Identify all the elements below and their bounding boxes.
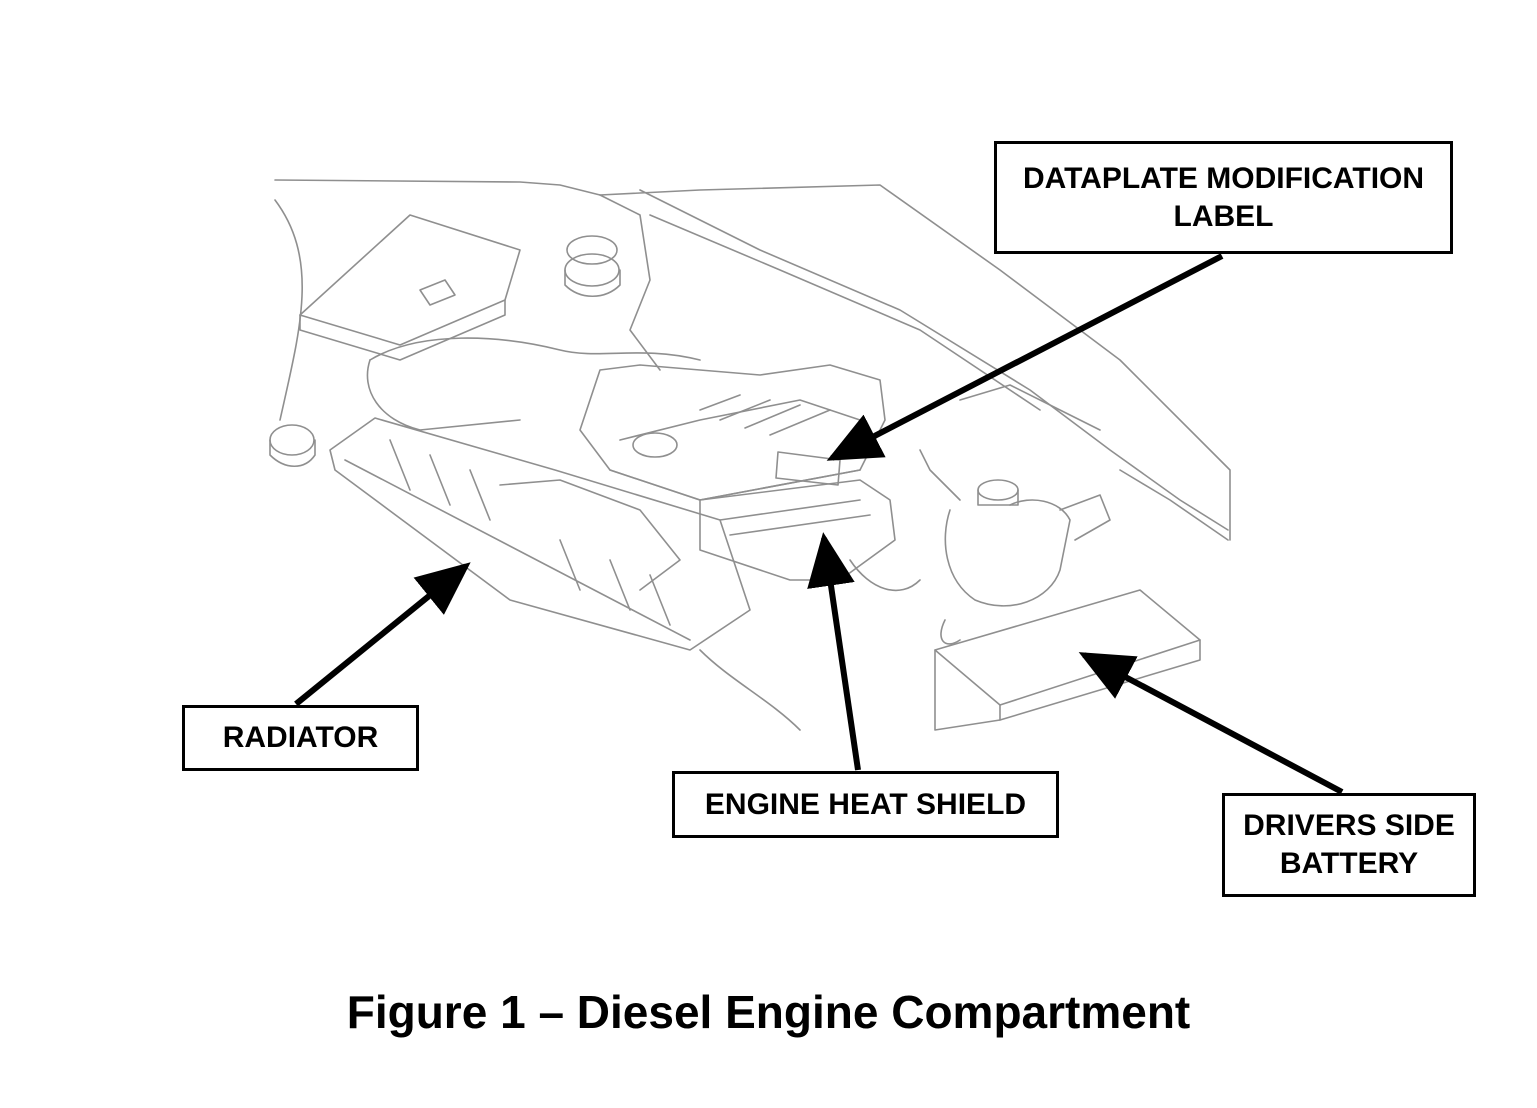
arrow-battery <box>1078 652 1344 795</box>
callout-heat-shield-text: ENGINE HEAT SHIELD <box>704 787 1027 821</box>
arrow-radiator <box>294 562 471 707</box>
callout-battery-line2: BATTERY <box>1279 847 1419 880</box>
callout-radiator-text: RADIATOR <box>222 721 379 754</box>
callout-dataplate-line1: DATAPLATE MODIFICATION <box>1022 161 1425 195</box>
callout-dataplate-line2: LABEL <box>1173 199 1274 233</box>
callout-drivers-side-battery: DRIVERS SIDE BATTERY <box>1222 793 1476 897</box>
callout-engine-heat-shield: ENGINE HEAT SHIELD <box>672 771 1059 838</box>
callout-dataplate-label: DATAPLATE MODIFICATION LABEL <box>994 141 1453 254</box>
callout-radiator: RADIATOR <box>182 705 419 771</box>
engine-line-art <box>269 179 1231 731</box>
figure-caption: Figure 1 – Diesel Engine Compartment <box>346 986 1191 1038</box>
arrow-heat-shield <box>807 532 861 771</box>
arrow-dataplate <box>826 253 1224 461</box>
callout-battery-line1: DRIVERS SIDE <box>1243 809 1455 842</box>
callout-arrows <box>294 253 1344 795</box>
